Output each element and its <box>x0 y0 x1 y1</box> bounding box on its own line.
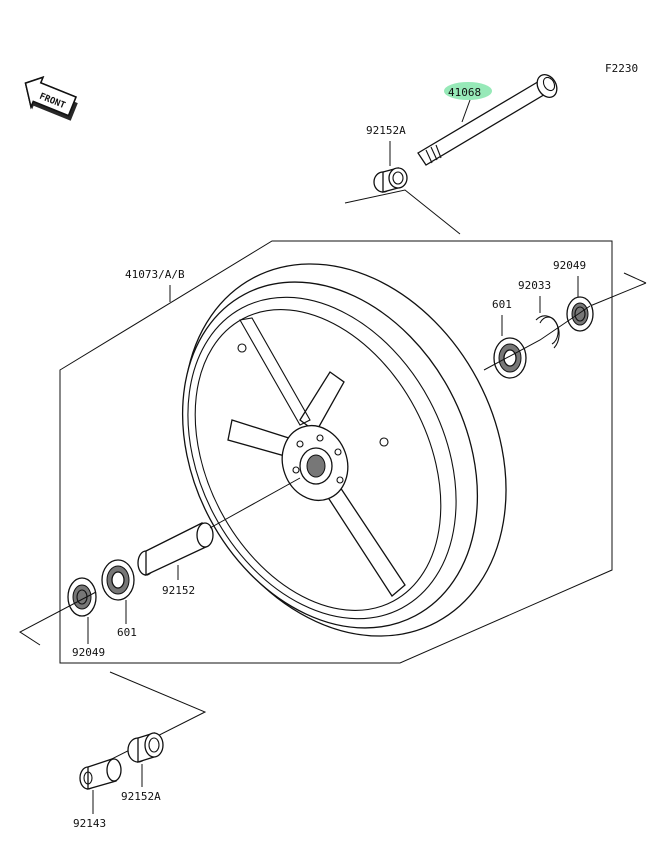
collar-bottom-label: 92152A <box>121 790 161 803</box>
bearing-right-label: 601 <box>492 298 512 311</box>
collar-small-label: 92143 <box>73 817 106 830</box>
seal-left-label: 92049 <box>72 646 105 659</box>
seal-right <box>566 296 594 332</box>
collar-small <box>79 758 122 790</box>
wheel-assembly-frame <box>59 240 613 664</box>
collar-top-label: 92152A <box>366 124 406 137</box>
front-axle <box>417 74 558 166</box>
seal-right-label: 92049 <box>553 259 586 272</box>
figure-code: F2230 <box>605 62 638 75</box>
spacer-label: 92152 <box>162 584 195 597</box>
circlip <box>535 315 560 349</box>
circlip-label: 92033 <box>518 279 551 292</box>
front-wheel <box>181 263 507 637</box>
spacer <box>137 522 214 577</box>
front-arrow-icon: FRONT <box>24 76 78 121</box>
axle-part-highlight <box>444 82 492 100</box>
bearing-left <box>101 559 135 601</box>
collar-bottom <box>127 732 164 763</box>
collar-top <box>373 167 408 193</box>
bearing-right <box>493 337 527 379</box>
bearing-left-label: 601 <box>117 626 137 639</box>
wheel-part-label: 41073/A/B <box>125 268 185 281</box>
axle-part-label: 41068 <box>448 86 481 99</box>
seal-left <box>67 577 97 617</box>
